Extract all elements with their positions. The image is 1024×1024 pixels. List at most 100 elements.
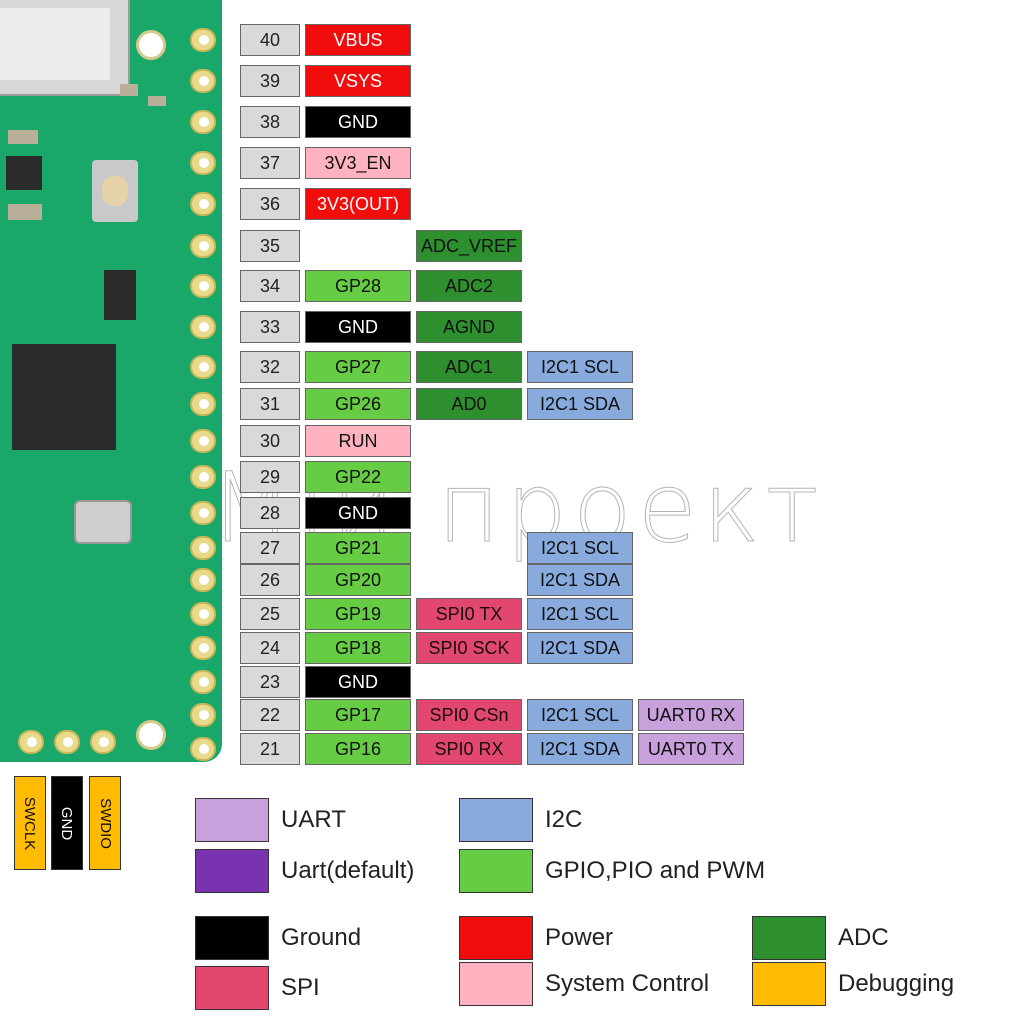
debug-pin-gnd: GND xyxy=(51,776,83,870)
pin-31-function-i2c: I2C1 SDA xyxy=(527,388,633,420)
header-pad xyxy=(190,536,216,560)
header-pad xyxy=(190,392,216,416)
pin-25-function-spi: SPI0 TX xyxy=(416,598,522,630)
header-pad xyxy=(190,737,216,761)
header-pad xyxy=(190,602,216,626)
header-pad xyxy=(190,274,216,298)
pin-number-25: 25 xyxy=(240,598,300,630)
pin-number-27: 27 xyxy=(240,532,300,564)
header-pad xyxy=(190,315,216,339)
pin-number-36: 36 xyxy=(240,188,300,220)
pin-34-function-gpio: GP28 xyxy=(305,270,411,302)
pin-number-24: 24 xyxy=(240,632,300,664)
pin-38-function-ground: GND xyxy=(305,106,411,138)
debug-pin-swdio: SWDIO xyxy=(89,776,121,870)
legend-label-power: Power xyxy=(545,924,614,951)
pin-number-32: 32 xyxy=(240,351,300,383)
legend-label-uart: UART xyxy=(281,806,346,833)
watermark: Мій проект xyxy=(209,452,825,565)
legend-swatch-uart_default xyxy=(195,849,269,893)
debug-pad xyxy=(18,730,44,754)
legend-swatch-spi xyxy=(195,966,269,1010)
header-pad xyxy=(190,69,216,93)
pin-32-function-i2c: I2C1 SCL xyxy=(527,351,633,383)
pin-25-function-i2c: I2C1 SCL xyxy=(527,598,633,630)
header-pad xyxy=(190,636,216,660)
usb-c-port xyxy=(0,8,110,80)
pin-31-function-adc: AD0 xyxy=(416,388,522,420)
pcb-board xyxy=(0,0,222,762)
pin-24-function-gpio: GP18 xyxy=(305,632,411,664)
pin-35-function-adc: ADC_VREF xyxy=(416,230,522,262)
regulator-chip xyxy=(6,156,42,190)
pin-39-function-power: VSYS xyxy=(305,65,411,97)
pin-34-function-adc: ADC2 xyxy=(416,270,522,302)
header-pad xyxy=(190,355,216,379)
legend-swatch-gpio xyxy=(459,849,533,893)
legend-swatch-debugging xyxy=(752,962,826,1006)
bootsel-button xyxy=(92,160,138,222)
header-pad xyxy=(190,501,216,525)
header-pad xyxy=(190,465,216,489)
pin-33-function-ground: GND xyxy=(305,311,411,343)
header-pad xyxy=(190,192,216,216)
pin-number-40: 40 xyxy=(240,24,300,56)
legend-swatch-system_control xyxy=(459,962,533,1006)
pin-27-function-i2c: I2C1 SCL xyxy=(527,532,633,564)
pin-number-26: 26 xyxy=(240,564,300,596)
pin-24-function-spi: SPI0 SCK xyxy=(416,632,522,664)
pin-40-function-power: VBUS xyxy=(305,24,411,56)
pin-number-31: 31 xyxy=(240,388,300,420)
pin-26-function-i2c: I2C1 SDA xyxy=(527,564,633,596)
pin-33-function-adc: AGND xyxy=(416,311,522,343)
legend-swatch-ground xyxy=(195,916,269,960)
usb-c-connector xyxy=(0,0,130,96)
smd-component xyxy=(120,84,138,96)
header-pad xyxy=(190,703,216,727)
mounting-hole xyxy=(136,30,166,60)
debug-pad xyxy=(90,730,116,754)
pin-36-function-power: 3V3(OUT) xyxy=(305,188,411,220)
pin-number-29: 29 xyxy=(240,461,300,493)
legend-label-i2c: I2C xyxy=(545,806,583,833)
crystal-oscillator xyxy=(74,500,132,544)
pin-29-function-gpio: GP22 xyxy=(305,461,411,493)
header-pad xyxy=(190,234,216,258)
pin-number-34: 34 xyxy=(240,270,300,302)
header-pad xyxy=(190,670,216,694)
pin-24-function-i2c: I2C1 SDA xyxy=(527,632,633,664)
flash-chip xyxy=(104,270,136,320)
pin-37-function-system_control: 3V3_EN xyxy=(305,147,411,179)
header-pad xyxy=(190,568,216,592)
pin-23-function-ground: GND xyxy=(305,666,411,698)
pin-27-function-gpio: GP21 xyxy=(305,532,411,564)
legend-swatch-i2c xyxy=(459,798,533,842)
legend-swatch-uart xyxy=(195,798,269,842)
pin-21-function-gpio: GP16 xyxy=(305,733,411,765)
header-pad xyxy=(190,110,216,134)
debug-pin-label: SWCLK xyxy=(21,796,39,850)
legend-label-uart_default: Uart(default) xyxy=(281,857,415,884)
pin-number-37: 37 xyxy=(240,147,300,179)
pin-number-23: 23 xyxy=(240,666,300,698)
legend-label-spi: SPI xyxy=(281,974,320,1001)
legend-swatch-power xyxy=(459,916,533,960)
pin-number-35: 35 xyxy=(240,230,300,262)
legend-label-debugging: Debugging xyxy=(838,970,955,997)
pin-number-28: 28 xyxy=(240,497,300,529)
debug-pin-label: GND xyxy=(58,806,76,840)
pin-22-function-gpio: GP17 xyxy=(305,699,411,731)
header-pad xyxy=(190,151,216,175)
smd-component xyxy=(8,130,38,144)
legend-swatch-adc xyxy=(752,916,826,960)
microcontroller-chip xyxy=(12,344,116,450)
debug-pin-swclk: SWCLK xyxy=(14,776,46,870)
pin-28-function-ground: GND xyxy=(305,497,411,529)
pin-number-30: 30 xyxy=(240,425,300,457)
smd-component xyxy=(8,204,42,220)
pin-number-33: 33 xyxy=(240,311,300,343)
pin-32-function-gpio: GP27 xyxy=(305,351,411,383)
pin-26-function-gpio: GP20 xyxy=(305,564,411,596)
pin-number-39: 39 xyxy=(240,65,300,97)
pin-30-function-system_control: RUN xyxy=(305,425,411,457)
